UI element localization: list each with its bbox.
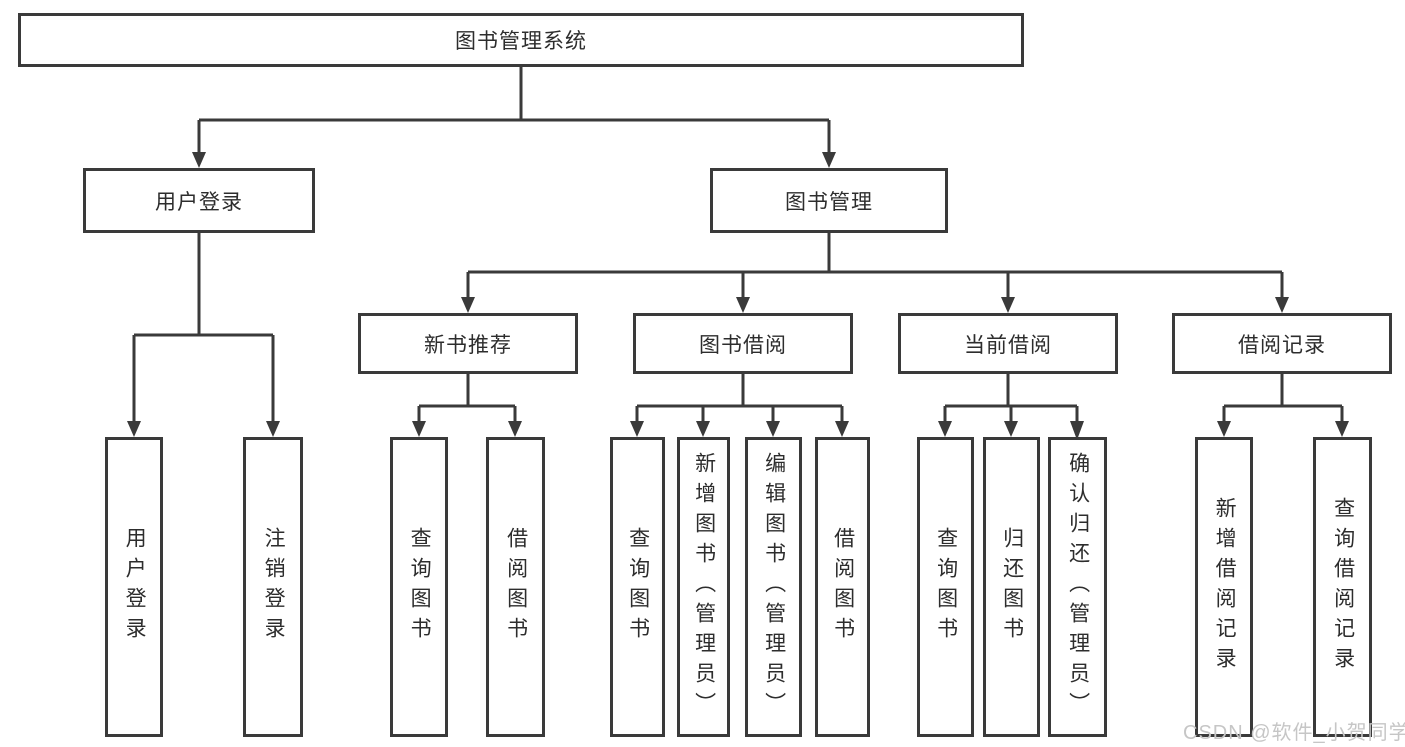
node-label: 新增借阅记录 <box>1213 497 1237 677</box>
node-leaf-confirm-return-admin: 确认归还（管理员） <box>1048 437 1107 737</box>
node-label: 图书借阅 <box>699 333 787 357</box>
node-leaf-add-borrow-record: 新增借阅记录 <box>1195 437 1253 737</box>
node-label: 图书管理系统 <box>455 30 587 53</box>
arrowhead-down-icon <box>192 152 206 168</box>
csdn-watermark: CSDN @软件_小贺同学 <box>1183 722 1405 744</box>
node-label: 查询图书 <box>934 527 958 647</box>
arrowhead-down-icon <box>736 297 750 313</box>
node-label: 图书管理 <box>785 190 873 214</box>
node-label: 查询图书 <box>408 527 432 647</box>
arrowhead-down-icon <box>412 421 426 437</box>
node-user-login: 用户登录 <box>83 168 315 233</box>
arrowhead-down-icon <box>938 421 952 437</box>
node-leaf-query-books: 查询图书 <box>390 437 448 737</box>
node-label: 注销登录 <box>262 527 286 647</box>
arrowhead-down-icon <box>766 421 780 437</box>
node-label: 确认归还（管理员） <box>1066 452 1090 722</box>
node-leaf-query-books: 查询图书 <box>917 437 974 737</box>
node-label: 借阅记录 <box>1238 333 1326 357</box>
node-book-borrowing: 图书借阅 <box>633 313 853 374</box>
node-leaf-query-books: 查询图书 <box>610 437 665 737</box>
node-leaf-borrow-books: 借阅图书 <box>486 437 545 737</box>
node-leaf-add-book-admin: 新增图书（管理员） <box>677 437 730 737</box>
node-label: 借阅图书 <box>504 527 528 647</box>
node-current-borrowing: 当前借阅 <box>898 313 1118 374</box>
arrowhead-down-icon <box>461 297 475 313</box>
arrowhead-down-icon <box>127 421 141 437</box>
node-label: 查询图书 <box>626 527 650 647</box>
arrowhead-down-icon <box>266 421 280 437</box>
node-label: 借阅图书 <box>831 527 855 647</box>
node-leaf-logout: 注销登录 <box>243 437 303 737</box>
node-system-root: 图书管理系统 <box>18 13 1024 67</box>
arrowhead-down-icon <box>1070 421 1084 440</box>
node-leaf-return-books: 归还图书 <box>983 437 1040 737</box>
node-leaf-query-borrow-record: 查询借阅记录 <box>1313 437 1372 737</box>
arrowhead-down-icon <box>835 421 849 437</box>
arrowhead-down-icon <box>1335 421 1349 437</box>
node-new-book-recommend: 新书推荐 <box>358 313 578 374</box>
arrowhead-down-icon <box>822 152 836 168</box>
node-leaf-user-login: 用户登录 <box>105 437 163 737</box>
node-leaf-edit-book-admin: 编辑图书（管理员） <box>745 437 802 737</box>
node-label: 新增图书（管理员） <box>692 452 716 722</box>
node-label: 新书推荐 <box>424 333 512 357</box>
arrowhead-down-icon <box>696 421 710 437</box>
node-label: 用户登录 <box>155 190 243 214</box>
node-label: 编辑图书（管理员） <box>762 452 786 722</box>
arrowhead-down-icon <box>630 421 644 437</box>
node-label: 查询借阅记录 <box>1331 497 1355 677</box>
node-label: 用户登录 <box>123 527 147 647</box>
arrowhead-down-icon <box>1001 297 1015 313</box>
node-leaf-borrow-books: 借阅图书 <box>815 437 870 737</box>
arrowhead-down-icon <box>1217 421 1231 437</box>
arrowhead-down-icon <box>508 421 522 437</box>
arrowhead-down-icon <box>1275 297 1289 313</box>
node-book-management: 图书管理 <box>710 168 948 233</box>
arrowhead-down-icon <box>1004 421 1018 437</box>
node-label: 归还图书 <box>1000 527 1024 647</box>
node-borrow-records: 借阅记录 <box>1172 313 1392 374</box>
node-label: 当前借阅 <box>964 333 1052 357</box>
